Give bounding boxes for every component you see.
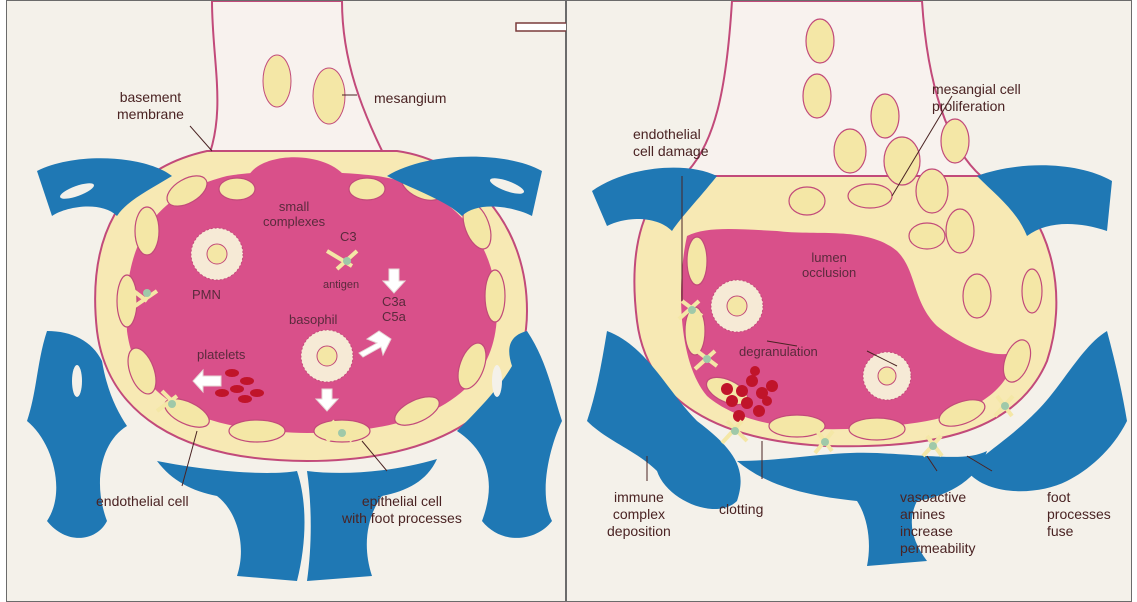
mesangial-cell [263,55,291,107]
label-c3: C3 [340,229,357,244]
label-small-complexes: small complexes [263,199,325,229]
label-basement-membrane: basement membrane [117,89,184,123]
panel-normal-glomerulus: basement membrane mesangium small comple… [6,0,566,602]
label-pmn: PMN [192,287,221,302]
panel-diseased-glomerulus: endothelial cell damage mesangial cell p… [566,0,1132,602]
label-immune-complex-deposition: immune complex deposition [607,489,671,540]
label-foot-processes-fuse: foot processes fuse [1047,489,1111,540]
label-c3a-c5a: C3a C5a [382,294,406,324]
label-epithelial-cell: epithelial cell with foot processes [342,493,462,527]
label-endothelial-cell-damage: endothelial cell damage [633,126,709,160]
label-clotting: clotting [719,501,763,518]
label-basophil: basophil [289,312,337,327]
label-endothelial-cell: endothelial cell [96,493,189,510]
glomerulus-illustration-left [7,1,566,602]
mesangium-stalk [207,1,387,161]
label-lumen-occlusion: lumen occlusion [802,250,856,280]
label-mesangium: mesangium [374,90,446,107]
label-mesangial-cell-proliferation: mesangial cell proliferation [932,81,1021,115]
label-vasoactive-amines: vasoactive amines increase permeability [900,489,975,557]
label-platelets: platelets [197,347,245,362]
label-degranulation: degranulation [739,344,818,359]
label-antigen: antigen [323,278,359,293]
